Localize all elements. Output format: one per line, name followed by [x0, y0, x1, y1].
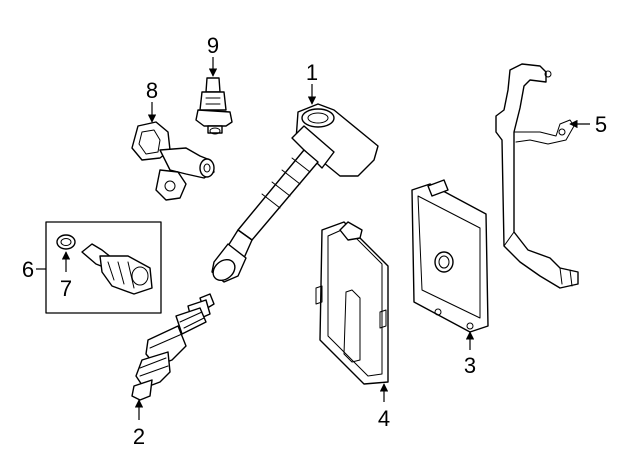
- part-9-sensor: [195, 77, 233, 135]
- callout-1: 1: [306, 60, 318, 85]
- callout-2: 2: [133, 424, 145, 449]
- callout-9: 9: [207, 33, 219, 58]
- part-3-ecu: [411, 179, 489, 333]
- part-6-kit-box: [45, 221, 162, 314]
- callout-4: 4: [378, 406, 390, 431]
- callout-3: 3: [464, 353, 476, 378]
- callout-6: 6: [22, 257, 34, 282]
- part-2-spark-plug: [131, 293, 215, 401]
- part-7-o-ring: [56, 234, 76, 250]
- callout-8: 8: [146, 78, 158, 103]
- part-1-ignition-coil: [211, 103, 379, 283]
- callout-7: 7: [60, 276, 72, 301]
- part-4-ecm-cover: [315, 221, 389, 385]
- callout-5: 5: [595, 112, 607, 137]
- part-8-crank-sensor: [131, 121, 215, 201]
- part-5-bracket: [495, 63, 579, 289]
